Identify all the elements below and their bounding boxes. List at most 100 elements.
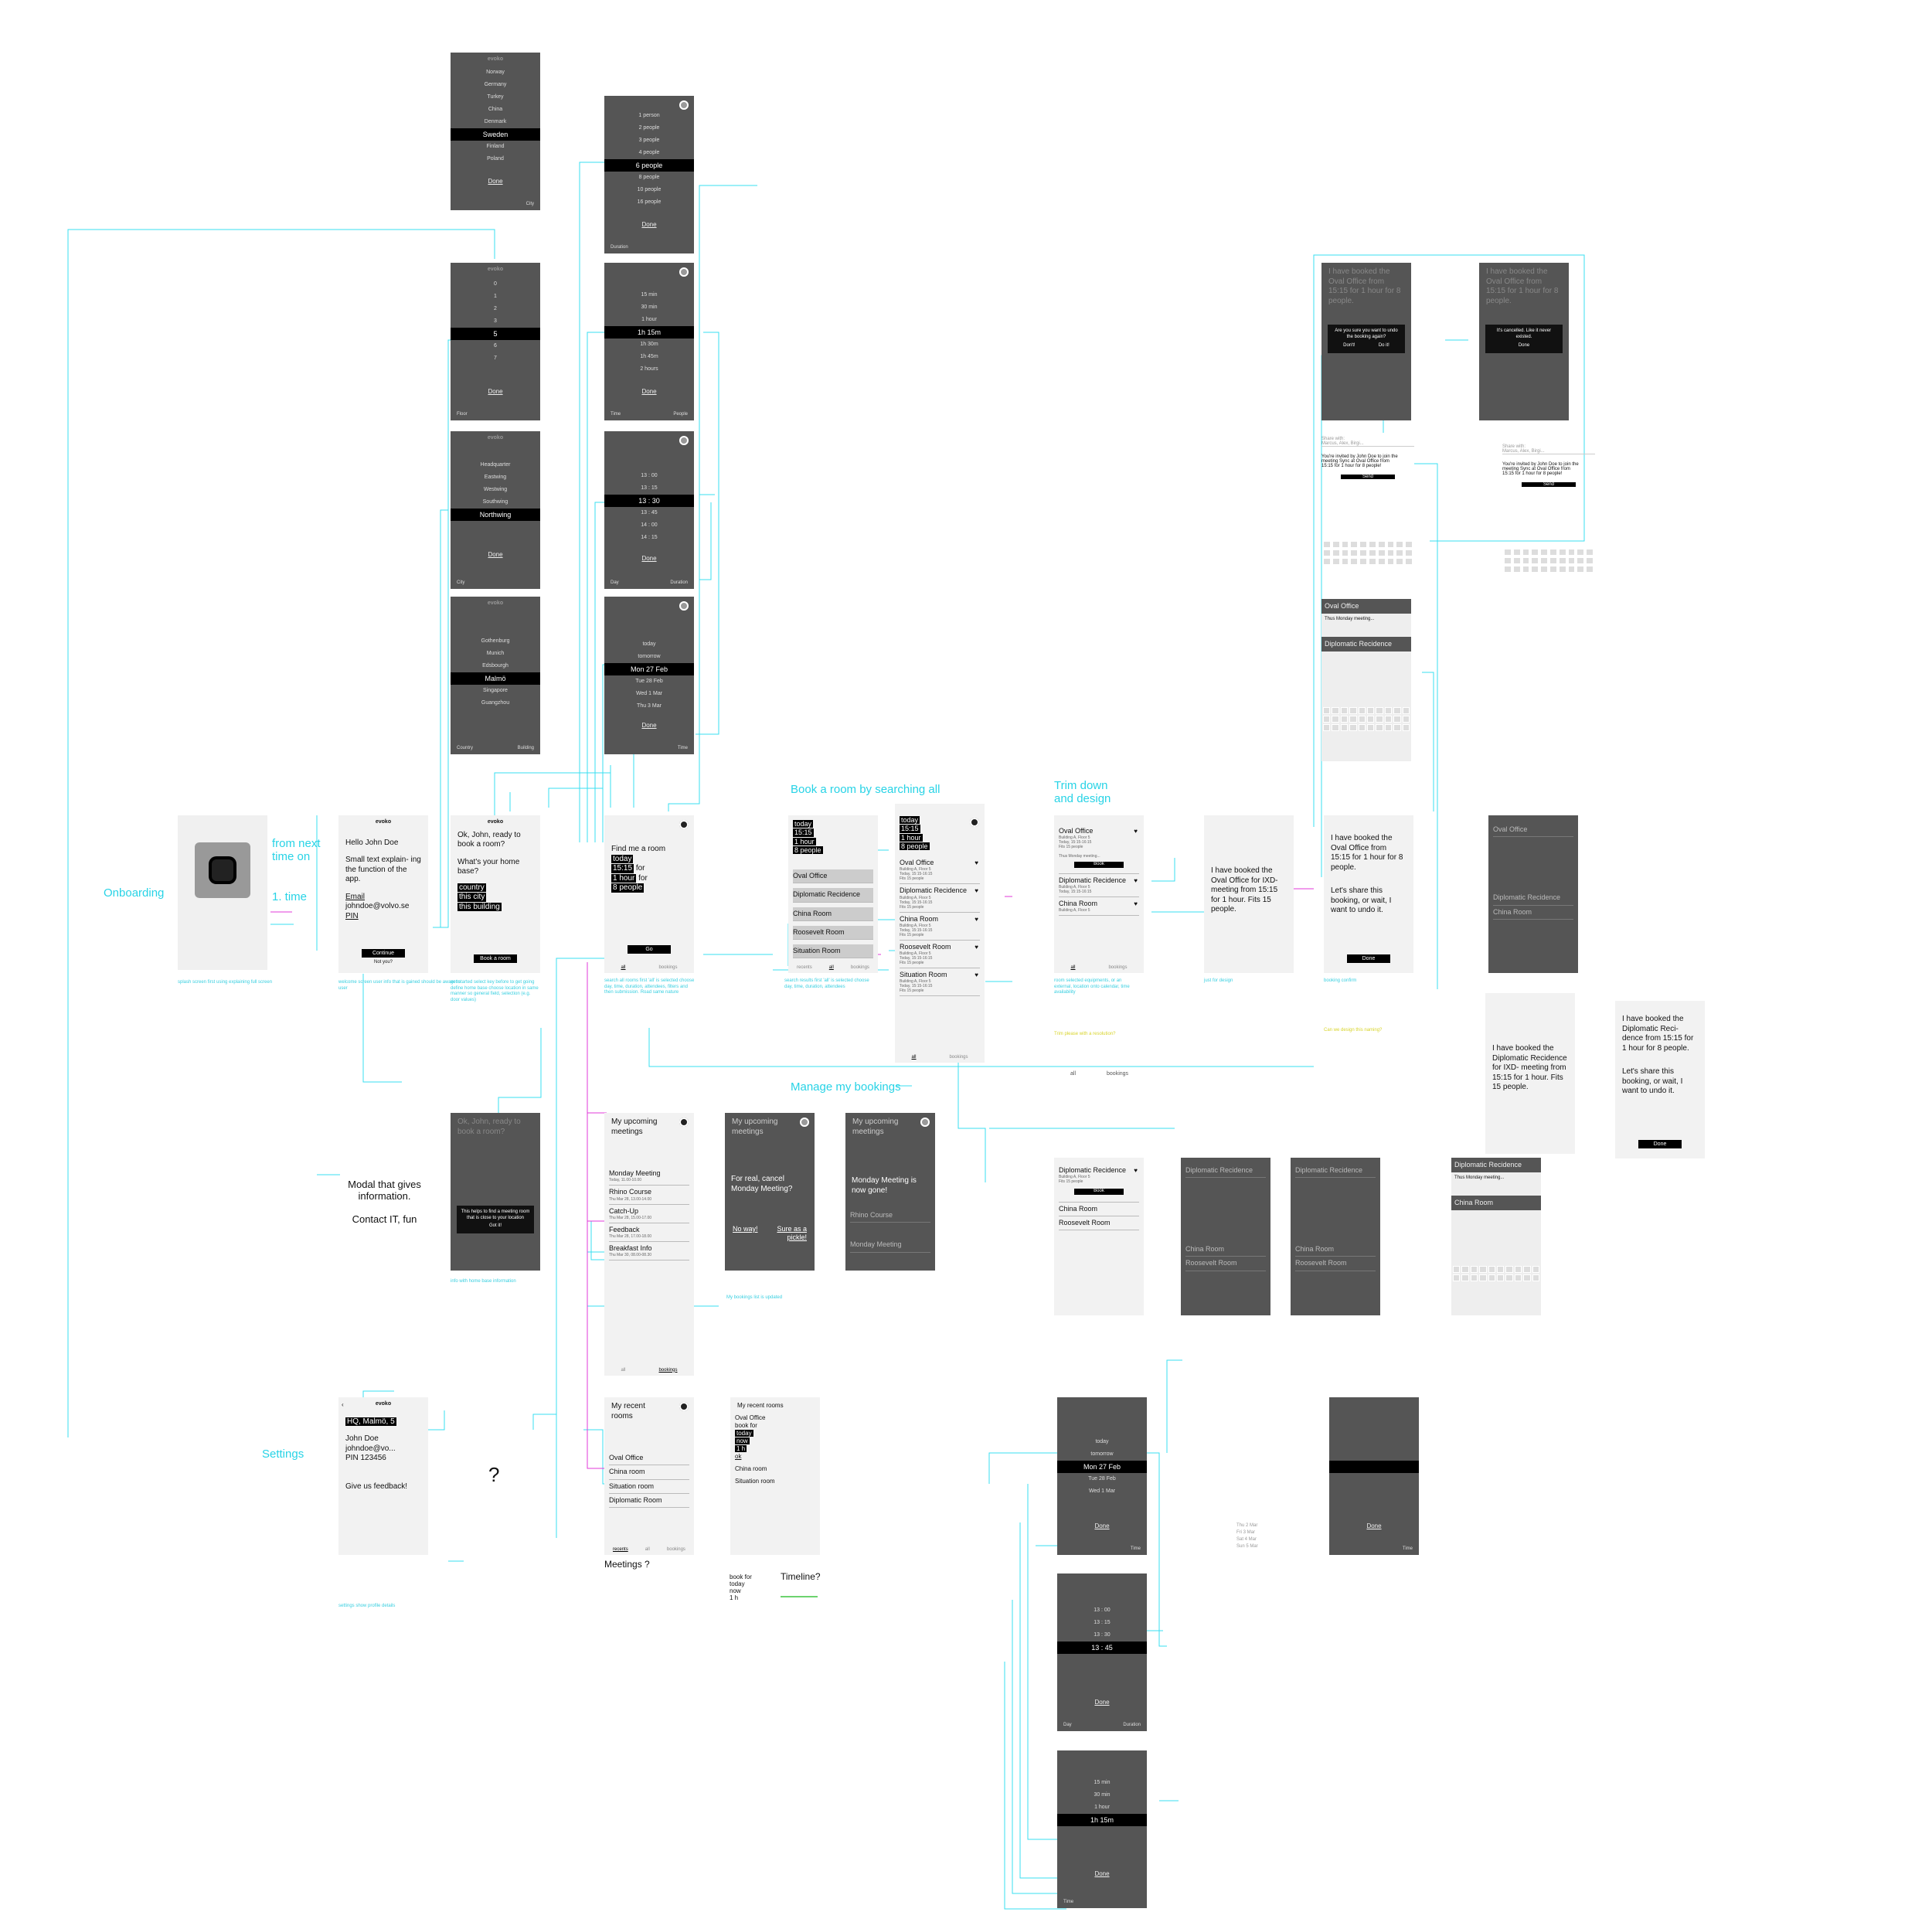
list-item[interactable]: Oval Office — [1493, 823, 1573, 838]
picker-option[interactable]: Norway — [486, 70, 505, 75]
nav-duration[interactable]: Duration — [611, 244, 628, 250]
list-item[interactable]: Diplomatic Recidence — [1295, 1164, 1376, 1179]
search-day-value[interactable]: today — [793, 820, 814, 828]
list-item[interactable]: Diplomatic Recidence♥Building A, Floor 5… — [1059, 1164, 1139, 1203]
gear-icon[interactable] — [800, 1118, 809, 1127]
gear-icon[interactable] — [679, 100, 689, 110]
picker-option[interactable]: Eastwing — [484, 475, 507, 480]
list-item[interactable]: China Room♥Building A, Floor 5 — [1059, 897, 1139, 917]
list-item[interactable]: Diplomatic Recidence — [1321, 636, 1411, 652]
book-button[interactable]: Book — [1074, 862, 1124, 868]
search-time-value[interactable]: 15:15 — [793, 828, 814, 837]
list-item[interactable]: China Room — [1451, 1195, 1541, 1210]
picker-option[interactable]: Poland — [487, 156, 504, 162]
picker-selected[interactable]: 13 : 30 — [604, 495, 694, 507]
picker-option[interactable]: Southwing — [482, 499, 509, 505]
picker-option[interactable]: 30 min — [641, 304, 658, 310]
done-button[interactable]: Done — [641, 555, 657, 562]
picker-option[interactable]: 7 — [494, 356, 497, 361]
find-day-value[interactable]: today — [611, 854, 634, 863]
nav-time[interactable]: Time — [1130, 1546, 1141, 1551]
book-room-button[interactable]: Book a room — [474, 954, 517, 963]
tab-bookings[interactable]: bookings — [666, 1546, 685, 1552]
recent-time-value[interactable]: now — [735, 1437, 750, 1445]
done-button[interactable]: Done — [1518, 343, 1530, 348]
picker-option[interactable]: 2 — [494, 306, 497, 311]
go-button[interactable]: Go — [628, 945, 671, 954]
picker-option[interactable]: today — [1095, 1439, 1109, 1444]
list-item[interactable]: China Room — [1059, 1203, 1139, 1216]
picker-option[interactable]: Denmark — [484, 119, 507, 124]
send-button[interactable]: Send — [1522, 482, 1576, 487]
picker-option[interactable]: 10 people — [637, 187, 662, 192]
done-button[interactable]: Done — [1638, 1140, 1682, 1148]
picker-option[interactable]: Singapore — [483, 688, 508, 693]
gear-icon[interactable] — [679, 1118, 689, 1127]
cancel-no-button[interactable]: No way! — [733, 1225, 758, 1233]
picker-option[interactable]: 15 min — [641, 292, 658, 298]
picker-option[interactable]: Guangzhou — [481, 700, 510, 706]
picker-selected[interactable]: 13 : 45 — [1057, 1642, 1147, 1654]
tab-all[interactable]: all — [911, 1054, 917, 1060]
heart-icon[interactable]: ♥ — [1134, 900, 1138, 907]
email-value[interactable]: johndoe@volvo.se — [345, 902, 410, 911]
nav-duration[interactable]: Duration — [1123, 1722, 1141, 1727]
heart-icon[interactable]: ♥ — [975, 915, 978, 923]
picker-option[interactable]: 14 : 00 — [641, 522, 658, 528]
picker-option[interactable]: 2 hours — [640, 366, 658, 372]
keyboard[interactable] — [1323, 707, 1410, 731]
picker-option[interactable]: Westwing — [483, 487, 508, 492]
gear-icon[interactable] — [920, 1118, 930, 1127]
list-item[interactable]: Roosevelt Room — [1295, 1257, 1376, 1271]
not-you-link[interactable]: Not you? — [373, 960, 393, 964]
home-base-value[interactable]: HQ, Malmö, 5 — [345, 1417, 396, 1427]
picker-option[interactable]: Munich — [486, 651, 505, 656]
picker-option[interactable]: today — [642, 641, 656, 647]
list-item[interactable]: Diplomatic Recidence — [1451, 1158, 1541, 1173]
results-day-value[interactable]: today — [900, 816, 920, 825]
tab-bookings[interactable]: bookings — [658, 964, 678, 970]
keyboard[interactable] — [1504, 549, 1594, 573]
tab-recents[interactable]: recents — [613, 1546, 628, 1552]
cancel-yes-button[interactable]: Sure as a pickle! — [777, 1225, 807, 1242]
list-item[interactable]: Situation room — [609, 1480, 689, 1494]
search-people-value[interactable]: 8 people — [793, 845, 823, 855]
picker-option[interactable]: Tue 28 Feb — [1088, 1476, 1116, 1482]
picker-selected[interactable]: 1h 15m — [1057, 1814, 1147, 1826]
picker-selected[interactable]: Malmö — [451, 672, 540, 685]
picker-option[interactable]: Finland — [486, 144, 505, 149]
list-item[interactable]: Roosevelt Room — [793, 925, 873, 940]
picker-option[interactable]: 1 person — [638, 113, 660, 118]
keyboard[interactable] — [1323, 541, 1413, 565]
picker-option[interactable]: Wed 1 Mar — [635, 691, 663, 696]
picker-option[interactable]: 16 people — [637, 199, 662, 205]
gear-icon[interactable] — [679, 1402, 689, 1411]
picker-option[interactable]: Germany — [484, 82, 507, 87]
undo-no-button[interactable]: Don't! — [1343, 343, 1355, 348]
mini-duration-value[interactable]: 1 h — [730, 1594, 739, 1601]
list-item[interactable]: China Room — [793, 907, 873, 921]
picker-option[interactable]: Gothenburg — [481, 638, 510, 644]
results-time-value[interactable]: 15:15 — [900, 825, 920, 833]
picker-selected[interactable]: Sweden — [451, 128, 540, 141]
picker-option[interactable]: tomorrow — [1090, 1451, 1114, 1457]
heart-icon[interactable]: ♥ — [1134, 828, 1138, 835]
list-item[interactable]: Diplomatic Recidence♥Building A, Floor 5… — [900, 884, 980, 913]
picker-option[interactable]: Wed 1 Mar — [1088, 1488, 1116, 1494]
keyboard[interactable] — [1453, 1266, 1539, 1281]
picker-option[interactable]: 13 : 30 — [1094, 1632, 1111, 1638]
nav-time[interactable]: Time — [611, 411, 621, 417]
share-text[interactable]: Let's share this booking, or wait, I wan… — [1331, 886, 1392, 914]
nav-day[interactable]: Day — [1063, 1722, 1072, 1727]
picker-option[interactable]: 13 : 00 — [1094, 1608, 1111, 1613]
done-button[interactable]: Done — [641, 221, 657, 228]
results-people-value[interactable]: 8 people — [900, 842, 930, 851]
list-item[interactable]: Roosevelt Room — [1185, 1257, 1266, 1271]
done-button[interactable]: Done — [488, 388, 503, 395]
list-item[interactable]: China room — [609, 1465, 689, 1480]
list-item[interactable]: Situation room — [735, 1478, 775, 1485]
